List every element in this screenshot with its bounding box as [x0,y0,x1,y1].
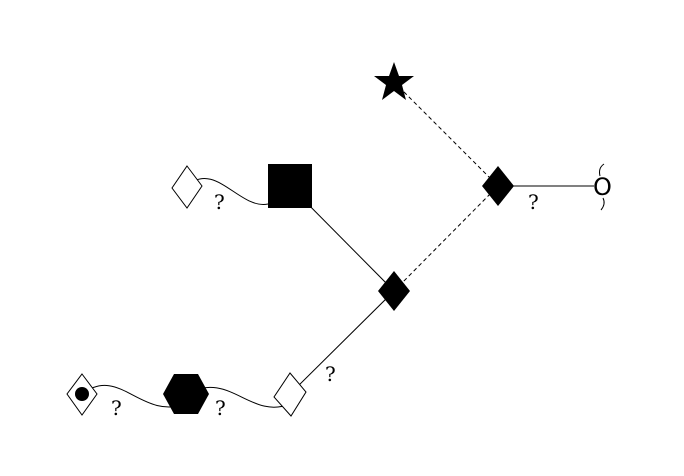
reducing-end-label: O [593,173,612,201]
link-label: ? [215,396,226,420]
link-star-diamond-top [393,81,499,187]
link-diamond-mid-diamond-top [393,185,499,292]
diamond-top-node [482,166,514,206]
link-label: ? [111,396,122,420]
link-label: ? [214,190,225,214]
link-diamond-lower-diamond-mid [289,290,395,395]
diamond-lower-node [273,372,307,417]
hexagon-node [163,374,209,414]
link-label: ? [325,362,336,386]
diamond-upper-left-node [171,165,203,209]
dot-icon [75,387,89,401]
reducing-end-arc-bottom [600,197,605,211]
link-label: ? [528,190,539,214]
reducing-end-arc-top [599,163,605,177]
square-node [268,164,312,208]
diamond-mid-node [378,271,410,311]
star-node [374,62,414,100]
